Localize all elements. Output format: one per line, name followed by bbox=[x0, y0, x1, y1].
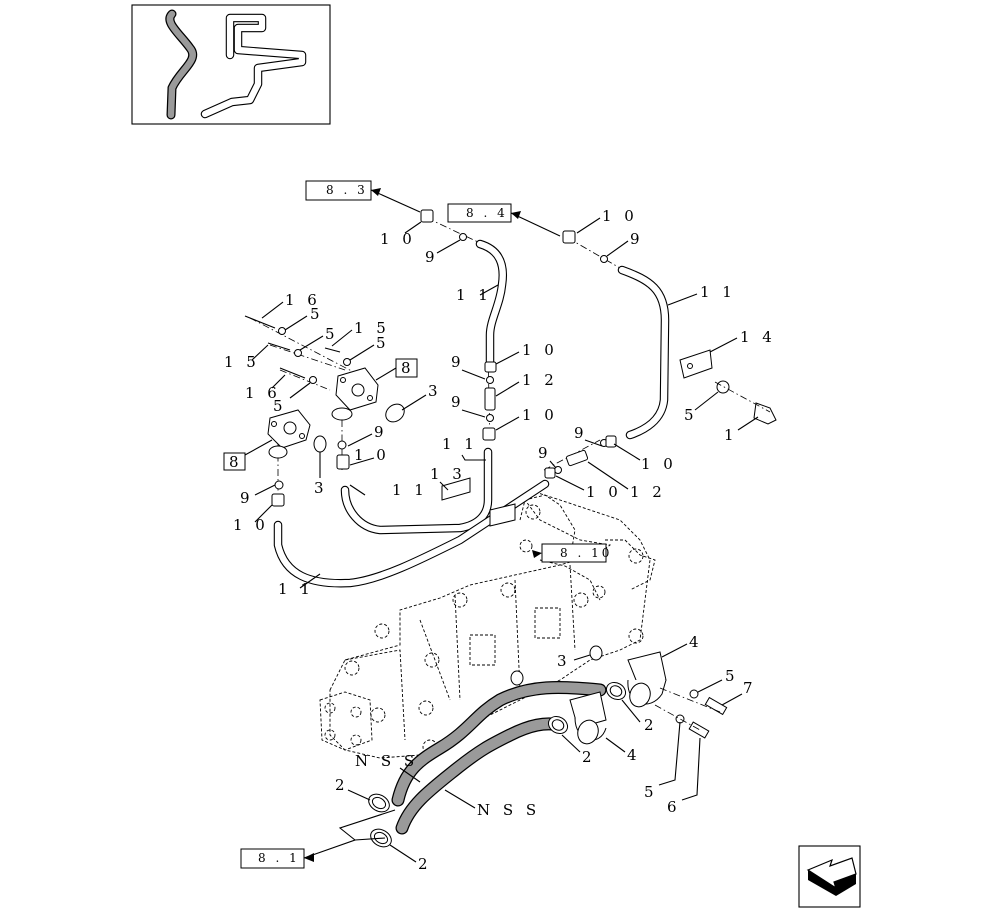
callout-7: 7 bbox=[743, 679, 757, 697]
svg-text:8 . 10: 8 . 10 bbox=[560, 546, 612, 560]
svg-text:8: 8 bbox=[229, 453, 243, 471]
callout-3: 3 bbox=[314, 479, 328, 497]
callout-5: 5 bbox=[376, 334, 390, 352]
callout-5: 5 bbox=[273, 397, 287, 415]
svg-text:8 . 4: 8 . 4 bbox=[466, 206, 508, 220]
o-ring bbox=[313, 403, 603, 686]
hose-clamp bbox=[368, 681, 627, 848]
callout-10: 1 0 bbox=[522, 341, 558, 359]
callout-11: 1 1 bbox=[456, 286, 492, 304]
boxed-label-8-upper: 8 bbox=[375, 358, 418, 381]
pipe bbox=[273, 239, 670, 588]
callout-12: 1 2 bbox=[630, 483, 666, 501]
callout-5: 5 bbox=[644, 783, 658, 801]
callout-2: 2 bbox=[582, 748, 596, 766]
hose-upper bbox=[391, 680, 607, 807]
pipe-bracket bbox=[441, 349, 713, 527]
callout-9: 9 bbox=[538, 444, 552, 462]
callout-11: 1 1 bbox=[278, 580, 314, 598]
callout-11: 1 1 bbox=[442, 435, 478, 453]
reference-box-8-4[interactable]: 8 . 4 bbox=[447, 203, 561, 237]
thumbnail bbox=[131, 4, 331, 125]
callout-2: 2 bbox=[335, 776, 349, 794]
callout-14: 1 4 bbox=[740, 328, 776, 346]
hose-lower bbox=[395, 717, 567, 835]
callout-16: 1 6 bbox=[285, 291, 321, 309]
callout-10: 1 0 bbox=[233, 516, 269, 534]
callout-9: 9 bbox=[240, 489, 254, 507]
callout-5: 5 bbox=[725, 667, 739, 685]
callout-6: 6 bbox=[667, 798, 681, 816]
callout-4: 4 bbox=[627, 746, 641, 764]
callout-15: 1 5 bbox=[224, 353, 260, 371]
callout-9: 9 bbox=[425, 248, 439, 266]
callout-nss: N S S bbox=[477, 801, 540, 819]
callout-4: 4 bbox=[689, 633, 703, 651]
svg-text:8 . 3: 8 . 3 bbox=[326, 183, 368, 197]
elbow-flange bbox=[569, 651, 667, 745]
callout-9: 9 bbox=[374, 423, 388, 441]
manifold-flange bbox=[267, 367, 379, 459]
callout-nss: N S S bbox=[355, 752, 418, 770]
fitting bbox=[271, 209, 617, 507]
callout-2: 2 bbox=[644, 716, 658, 734]
callout-10: 1 0 bbox=[522, 406, 558, 424]
bolt bbox=[675, 380, 777, 739]
callout-3: 3 bbox=[428, 382, 442, 400]
svg-text:8 . 1: 8 . 1 bbox=[258, 851, 300, 865]
callout-9: 9 bbox=[451, 393, 465, 411]
callout-10: 1 0 bbox=[602, 207, 638, 225]
callout-12: 1 2 bbox=[522, 371, 558, 389]
callout-10: 1 0 bbox=[380, 230, 416, 248]
callout-11: 1 1 bbox=[392, 481, 428, 499]
callout-2: 2 bbox=[418, 855, 432, 873]
callout-3: 3 bbox=[557, 652, 571, 670]
svg-text:8: 8 bbox=[401, 359, 415, 377]
hose-pipe-thumbnail-icon bbox=[165, 9, 307, 120]
callout-9: 9 bbox=[451, 353, 465, 371]
callout-10: 1 0 bbox=[586, 483, 622, 501]
callout-5: 5 bbox=[310, 305, 324, 323]
reference-box-8-3[interactable]: 8 . 3 bbox=[305, 180, 421, 213]
callout-16: 1 6 bbox=[245, 384, 281, 402]
callout-5: 5 bbox=[684, 406, 698, 424]
callout-5: 5 bbox=[325, 325, 339, 343]
boxed-label-8-lower: 8 bbox=[223, 439, 273, 471]
flange-bolt bbox=[244, 315, 351, 384]
callout-13: 1 3 bbox=[430, 465, 466, 483]
callout-9: 9 bbox=[574, 424, 588, 442]
callout-9: 9 bbox=[630, 230, 644, 248]
next-page-arrow-icon[interactable] bbox=[798, 845, 861, 908]
callout-11: 1 1 bbox=[700, 283, 736, 301]
reference-box-8-1[interactable]: 8 . 1 bbox=[240, 809, 396, 869]
callouts: 1 0 9 1 0 9 1 1 1 1 1 4 1 6 5 1 5 5 5 1 … bbox=[224, 207, 776, 873]
callout-10: 1 0 bbox=[354, 446, 390, 464]
callout-15: 1 5 bbox=[354, 319, 390, 337]
callout-10: 1 0 bbox=[641, 455, 677, 473]
callout-1: 1 bbox=[724, 426, 738, 444]
reference-box-8-10[interactable]: 8 . 10 bbox=[532, 543, 612, 563]
center-lines bbox=[249, 217, 771, 731]
